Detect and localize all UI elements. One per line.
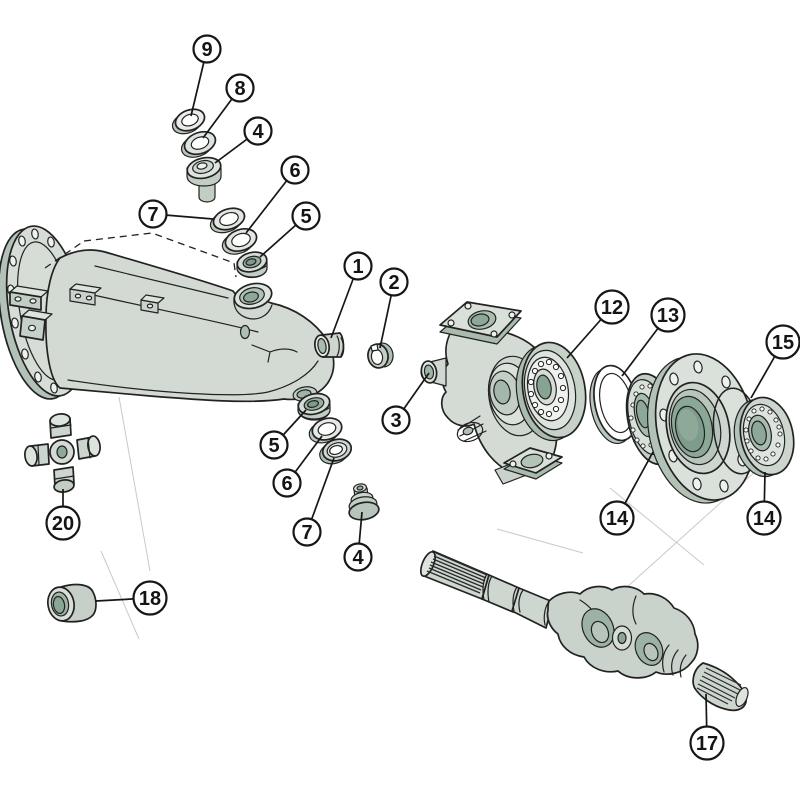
callout-9: 9: [190, 34, 222, 117]
bearing-cup-5-top: [236, 251, 268, 279]
washer-9: [171, 108, 206, 135]
hub-seal-with-bearing-12: [515, 341, 587, 442]
callout-2: 2: [379, 267, 409, 349]
callout-6-top: 6: [245, 155, 310, 234]
callout-17: 17: [689, 693, 725, 761]
svg-text:12: 12: [601, 297, 623, 319]
housing-bosses: [69, 283, 165, 314]
svg-text:14: 14: [753, 508, 776, 530]
axle-shaft-17: [419, 550, 749, 712]
snap-ring-13: [589, 364, 639, 445]
tapered-bearing-14-outer: [733, 396, 795, 478]
svg-text:13: 13: [657, 305, 679, 327]
callout-14-inner: 14: [599, 451, 654, 536]
spline-lines: [696, 667, 742, 705]
svg-text:9: 9: [201, 39, 212, 61]
svg-text:6: 6: [281, 473, 292, 495]
kingpin-boss: [233, 282, 273, 320]
svg-text:4: 4: [252, 121, 264, 143]
svg-text:5: 5: [300, 206, 311, 228]
steering-arm-plate: [439, 301, 522, 345]
callout-7-bottom: 7: [292, 457, 335, 547]
bearing-balls: [527, 358, 567, 418]
svg-text:14: 14: [606, 508, 629, 530]
kingpin-cap-4-top: [186, 156, 222, 203]
bearing-rollers: [743, 406, 783, 462]
svg-text:1: 1: [352, 256, 363, 278]
callout-15: 15: [750, 324, 800, 399]
callout-5-bottom: 5: [259, 409, 307, 460]
callout-13: 13: [621, 297, 686, 377]
svg-text:8: 8: [234, 78, 245, 100]
callout-14-outer: 14: [746, 471, 782, 536]
thrust-washer-7-top: [209, 207, 246, 234]
slotted-nut-2: [367, 342, 394, 369]
callout-5-top: 5: [259, 201, 321, 258]
svg-text:4: 4: [352, 547, 364, 569]
callout-20: 20: [45, 489, 81, 541]
thrust-washer-7-bottom: [319, 438, 353, 465]
svg-text:15: 15: [772, 332, 794, 354]
kingpin-cap-4-bottom: [348, 483, 380, 521]
svg-text:5: 5: [268, 435, 279, 457]
svg-text:20: 20: [52, 513, 74, 535]
svg-text:18: 18: [139, 588, 161, 610]
axle-housing: [0, 225, 335, 403]
callout-18: 18: [95, 580, 168, 616]
knuckle-bottom-plate: [503, 447, 563, 480]
callouts: 9 8 4 7 6 5 1 2 3 12 13: [45, 34, 800, 761]
kingpin-bushing-1: [313, 332, 345, 358]
seal-ring-8: [180, 130, 217, 158]
u-joint-spider-20: [24, 413, 101, 493]
callout-4-top: 4: [214, 116, 273, 164]
seal-ring-6-bottom: [308, 417, 343, 444]
seal-ring-6-top: [221, 228, 258, 255]
callout-3: 3: [381, 372, 430, 435]
svg-text:3: 3: [390, 410, 401, 432]
callout-8: 8: [202, 73, 255, 139]
svg-text:17: 17: [696, 733, 718, 755]
bearing-cup-5-bottom: [297, 392, 331, 421]
callout-7-top: 7: [138, 199, 214, 229]
pilot-bushing-18: [47, 583, 97, 623]
svg-text:7: 7: [147, 204, 158, 226]
callout-4-bottom: 4: [343, 511, 373, 572]
callout-12: 12: [566, 289, 630, 359]
svg-text:7: 7: [301, 522, 312, 544]
housing-brackets: [9, 285, 53, 341]
svg-text:6: 6: [289, 160, 300, 182]
callout-1: 1: [330, 251, 373, 339]
callout-6-bottom: 6: [272, 435, 323, 498]
spline-lines: [426, 552, 488, 594]
svg-text:2: 2: [388, 272, 399, 294]
